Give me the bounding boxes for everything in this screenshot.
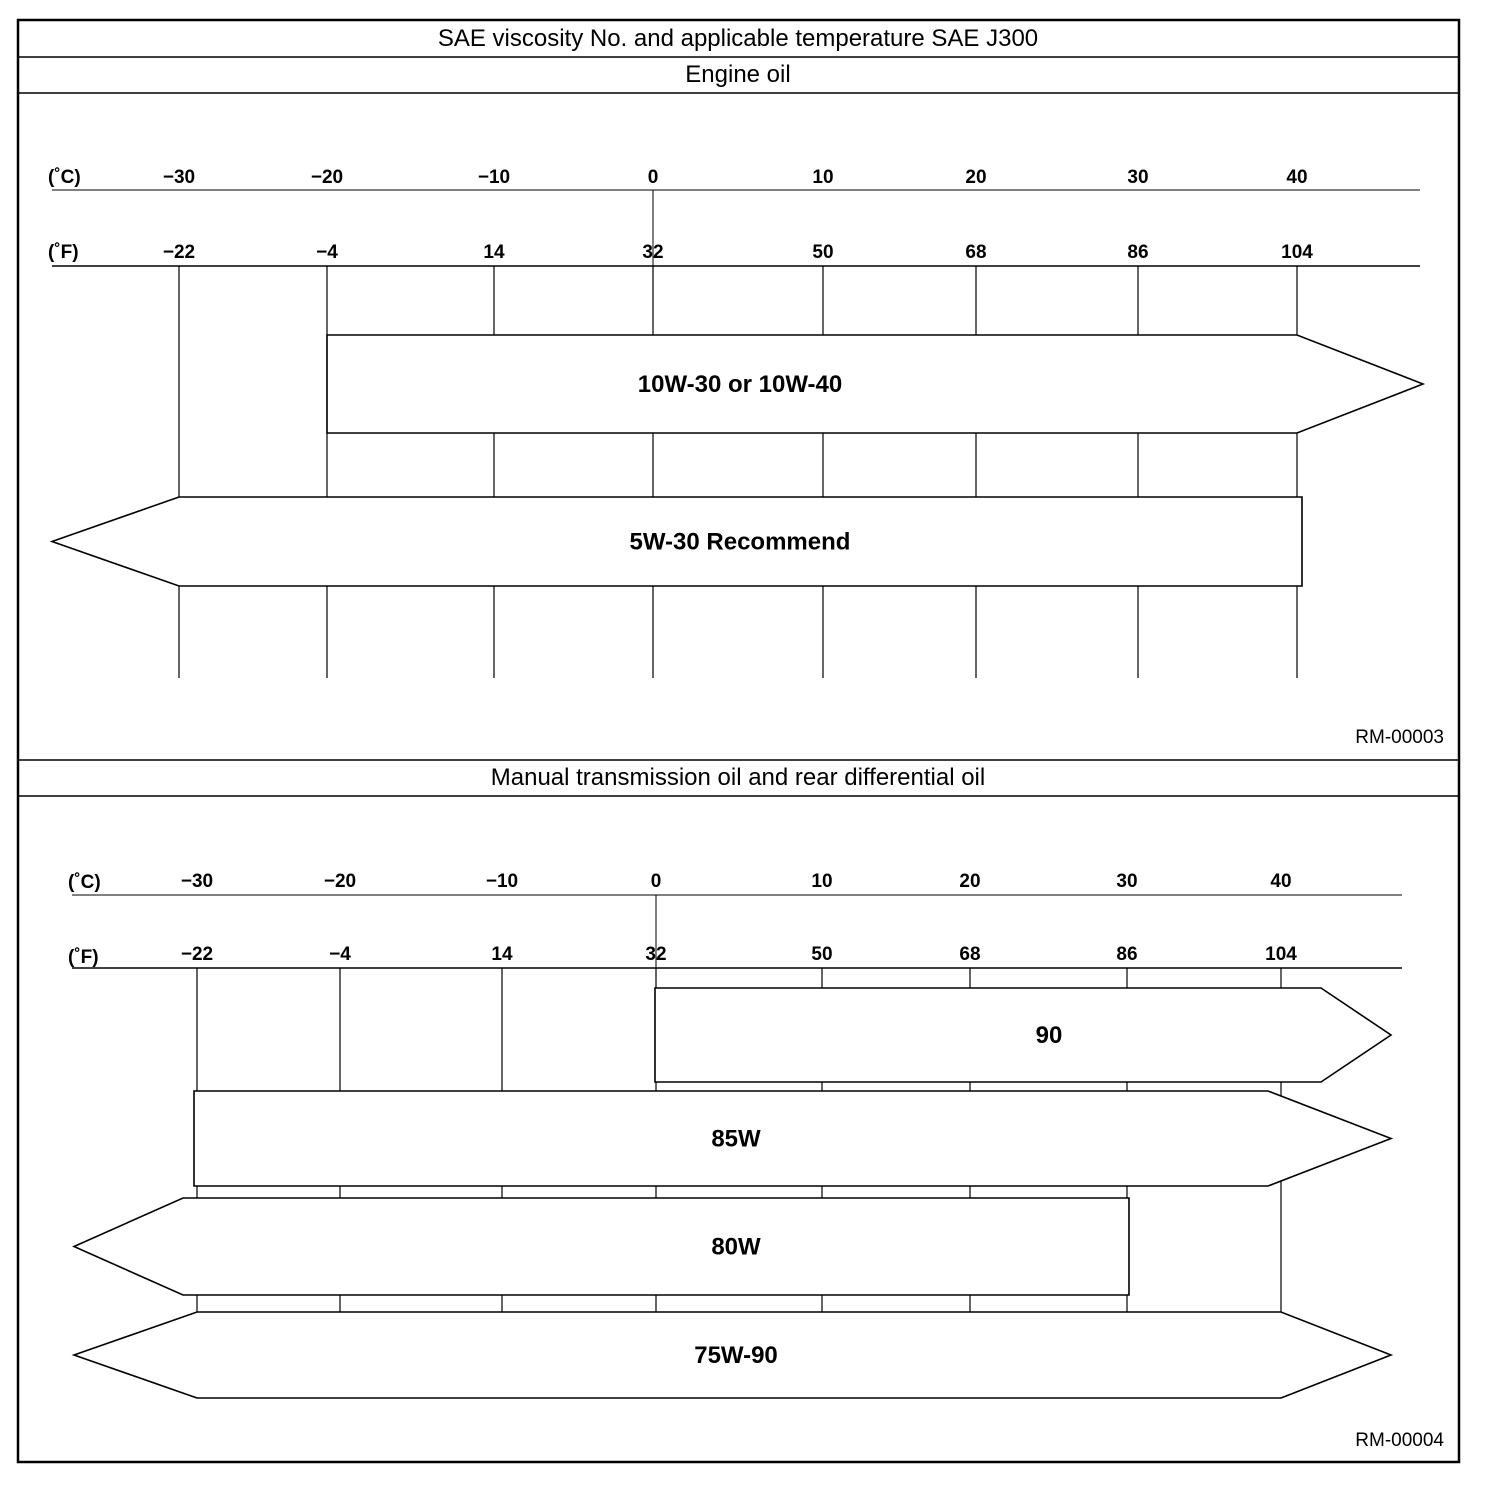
fahrenheit-tick-86: 86 [1116, 944, 1137, 965]
celsius-unit-label: (˚C) [48, 167, 81, 188]
celsius-tick-30: −30 [163, 167, 195, 188]
celsius-tick-0: 0 [651, 871, 662, 892]
fahrenheit-tick-22: −22 [163, 242, 195, 263]
fahrenheit-tick-labels: −22 −4 14 32 50 68 86 104 [181, 944, 1297, 965]
engine-oil-heading: Engine oil [685, 61, 790, 88]
figure-reference: RM-00004 [1355, 1430, 1444, 1451]
viscosity-bands: 90 85W 80W 75W-90 [71, 987, 1394, 1399]
band-label-5w-30-recommend: 5W-30 Recommend [630, 529, 851, 556]
band-label-85w: 85W [711, 1126, 761, 1153]
temperature-gridlines [178, 190, 1298, 678]
celsius-tick-20: 20 [959, 871, 980, 892]
celsius-tick-10: 10 [811, 871, 832, 892]
band-85w [193, 1090, 1394, 1187]
celsius-tick-20: −20 [324, 871, 356, 892]
celsius-tick-20: 20 [965, 167, 986, 188]
fahrenheit-tick-14: 14 [491, 944, 513, 965]
page-title: SAE viscosity No. and applicable tempera… [438, 25, 1038, 52]
celsius-tick-0: 0 [648, 167, 659, 188]
fahrenheit-unit-label: (˚F) [68, 947, 99, 968]
fahrenheit-unit-label: (˚F) [48, 242, 79, 263]
band-label-10w-30-or-10w-40: 10W-30 or 10W-40 [638, 371, 842, 398]
celsius-tick-10: −10 [486, 871, 518, 892]
band-label-75w-90: 75W-90 [694, 1342, 778, 1369]
transmission-oil-heading: Manual transmission oil and rear differe… [491, 764, 985, 791]
fahrenheit-tick-68: 68 [965, 242, 986, 263]
transmission-oil-chart: (˚C) (˚F) −30 −20 −10 0 10 20 30 40 −22 −4 14 32 50… [68, 871, 1444, 1451]
celsius-unit-label: (˚C) [68, 872, 101, 893]
fahrenheit-tick-50: 50 [812, 242, 833, 263]
fahrenheit-tick-86: 86 [1127, 242, 1148, 263]
fahrenheit-tick-4: −4 [316, 242, 338, 263]
celsius-tick-10: 10 [812, 167, 833, 188]
band-label-90: 90 [1036, 1022, 1063, 1049]
band-5w-30-recommend [49, 496, 1303, 587]
fahrenheit-tick-labels: −22 −4 14 32 50 68 86 104 [163, 242, 1313, 263]
celsius-tick-30: −30 [181, 871, 213, 892]
sheet-frame [16, 18, 1461, 1464]
celsius-tick-20: −20 [311, 167, 343, 188]
celsius-tick-labels: −30 −20 −10 0 10 20 30 40 [163, 167, 1308, 188]
celsius-tick-30: 30 [1127, 167, 1148, 188]
band-90 [654, 987, 1393, 1083]
band-75w-90 [71, 1311, 1394, 1399]
fahrenheit-tick-4: −4 [329, 944, 351, 965]
fahrenheit-tick-50: 50 [811, 944, 832, 965]
figure-reference: RM-00003 [1355, 727, 1444, 748]
fahrenheit-tick-32: 32 [642, 242, 663, 263]
fahrenheit-tick-22: −22 [181, 944, 213, 965]
band-80w [72, 1197, 1130, 1296]
celsius-tick-30: 30 [1116, 871, 1137, 892]
fahrenheit-tick-14: 14 [483, 242, 505, 263]
celsius-tick-10: −10 [478, 167, 510, 188]
fahrenheit-tick-32: 32 [645, 944, 666, 965]
band-10w-30-or-10w-40 [326, 334, 1426, 434]
celsius-tick-40: 40 [1286, 167, 1307, 188]
fahrenheit-tick-104: 104 [1281, 242, 1313, 263]
viscosity-bands: 10W-30 or 10W-40 5W-30 Recommend [49, 334, 1426, 587]
celsius-tick-labels: −30 −20 −10 0 10 20 30 40 [181, 871, 1292, 892]
band-label-80w: 80W [711, 1234, 761, 1261]
celsius-tick-40: 40 [1270, 871, 1291, 892]
fahrenheit-tick-68: 68 [959, 944, 980, 965]
engine-oil-chart: (˚C) (˚F) −30 −20 −10 0 10 20 30 40 −22 −4 14 32 50… [48, 167, 1444, 748]
fahrenheit-tick-104: 104 [1265, 944, 1297, 965]
